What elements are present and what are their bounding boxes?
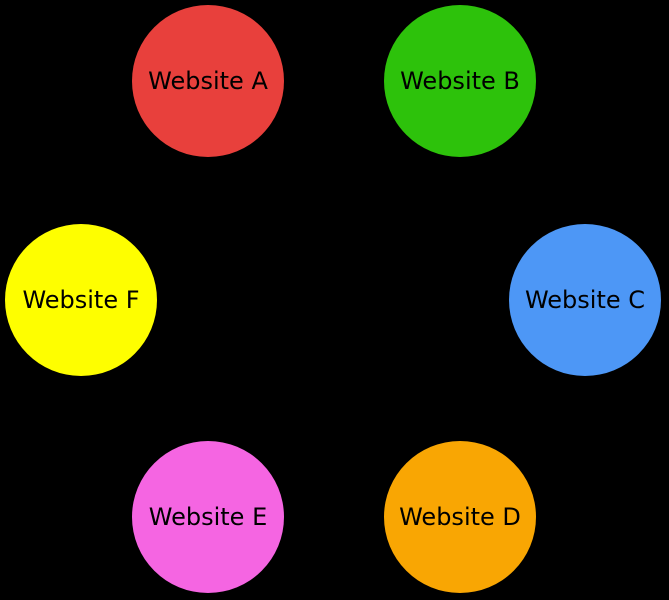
node-label-website-a: Website A (148, 67, 268, 95)
node-website-a: Website A (132, 5, 284, 157)
node-website-e: Website E (132, 441, 284, 593)
node-website-b: Website B (384, 5, 536, 157)
node-label-website-f: Website F (22, 286, 140, 314)
node-label-website-d: Website D (399, 503, 521, 531)
node-website-c: Website C (509, 224, 661, 376)
node-label-website-c: Website C (524, 286, 646, 314)
node-website-d: Website D (384, 441, 536, 593)
node-label-website-b: Website B (400, 67, 520, 95)
node-label-website-e: Website E (148, 503, 268, 531)
node-website-f: Website F (5, 224, 157, 376)
